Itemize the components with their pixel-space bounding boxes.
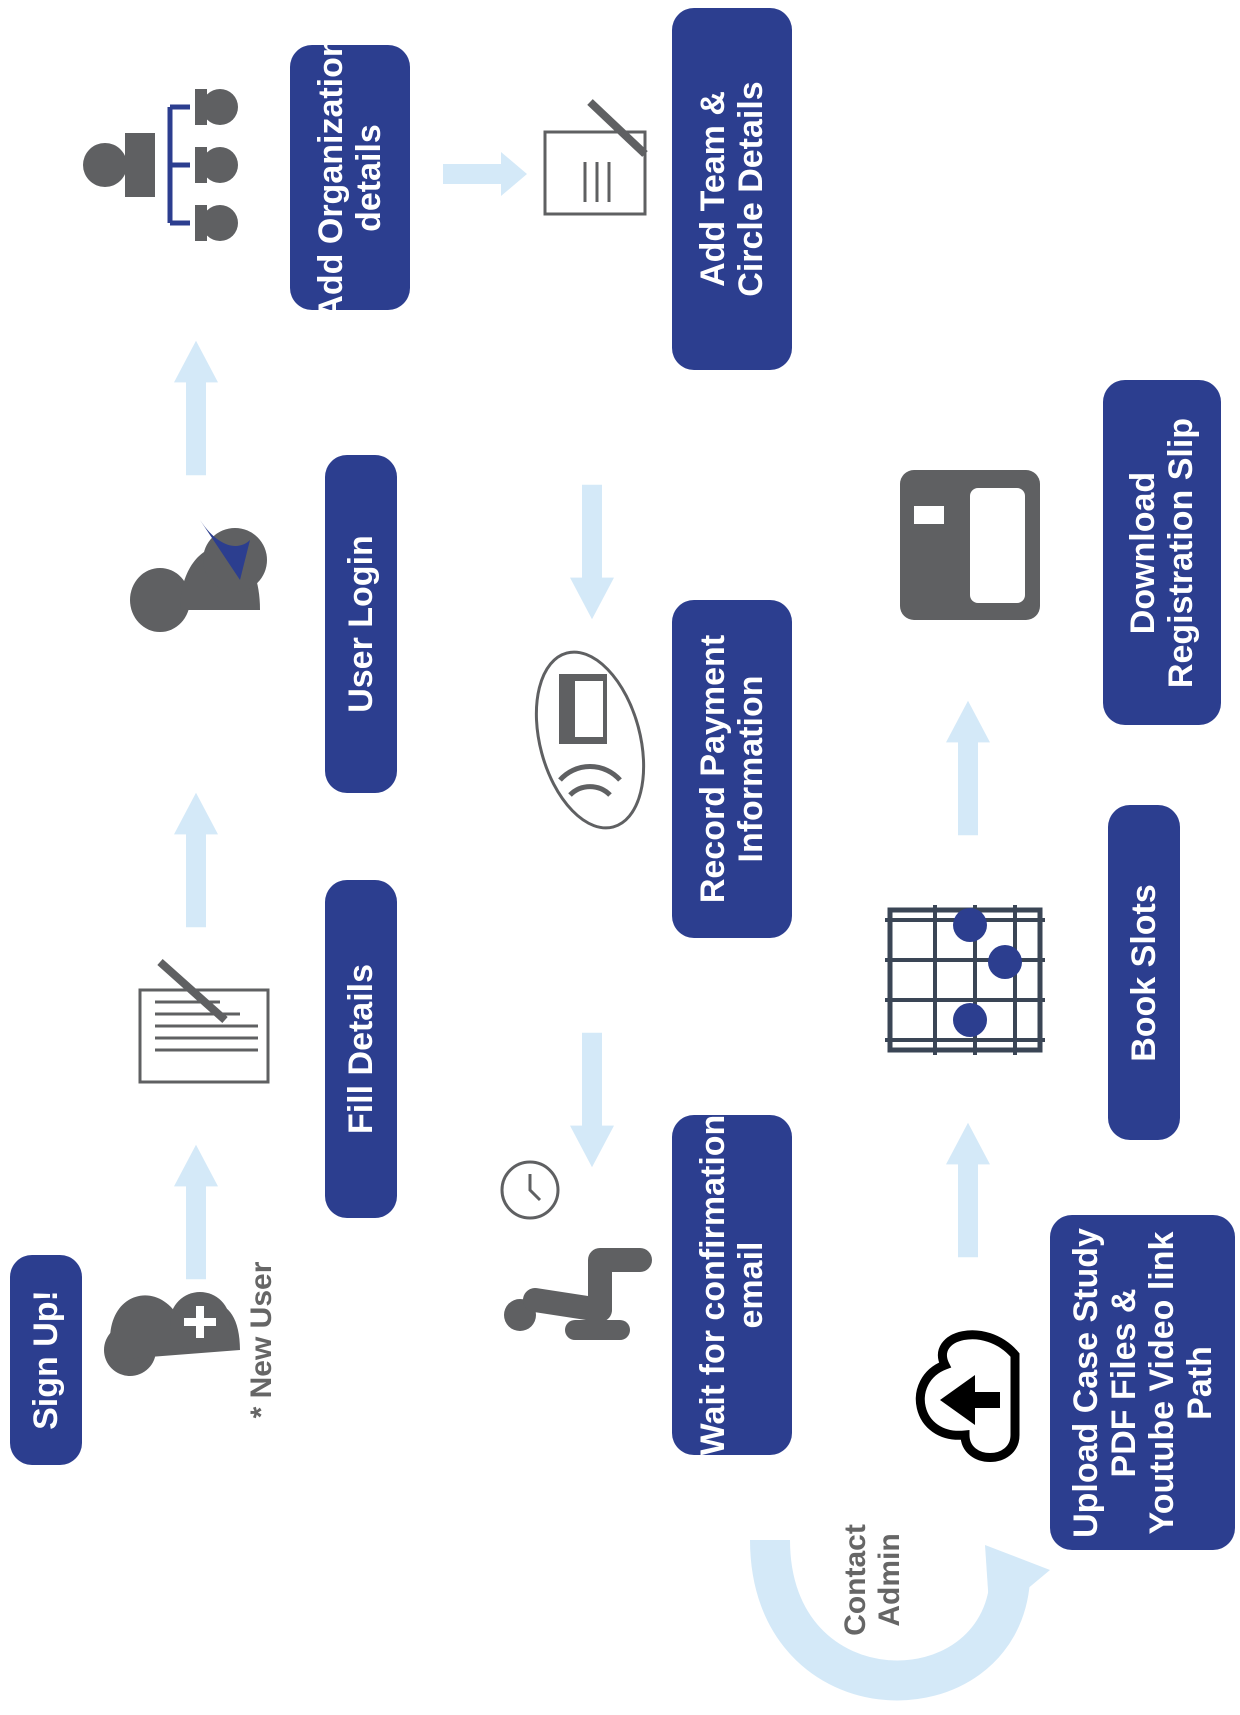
- add-user-icon: [104, 1292, 240, 1376]
- new-user-note: * New User: [245, 1261, 278, 1419]
- form-pencil-icon: [138, 959, 270, 1084]
- arrow-right-1: [443, 152, 527, 196]
- add-team-label: Add Team & Circle Details: [694, 81, 770, 297]
- arrow-up-2: [174, 792, 218, 928]
- upload-case-study-label: Upload Case Study PDF Files & Youtube Vi…: [1066, 1227, 1219, 1538]
- document-pencil-icon: [543, 99, 648, 216]
- step-user-login: User Login: [325, 455, 397, 793]
- arrow-down-2: [570, 1032, 614, 1168]
- add-organization-label: Add Organization details: [312, 35, 388, 320]
- download-slip-label: Download Registration Slip: [1124, 417, 1200, 688]
- fill-details-label: Fill Details: [342, 963, 380, 1135]
- book-slots-label: Book Slots: [1125, 883, 1163, 1062]
- wait-confirmation-label: Wait for confirmation email: [694, 1114, 770, 1456]
- download-slip-icon: [900, 470, 1040, 620]
- sign-up-label: Sign Up!: [27, 1290, 65, 1430]
- record-payment-label: Record Payment Information: [694, 634, 770, 904]
- payment-card-icon: [534, 650, 646, 830]
- step-download-slip: Download Registration Slip: [1103, 380, 1221, 725]
- step-upload-case-study: Upload Case Study PDF Files & Youtube Vi…: [1050, 1215, 1235, 1550]
- user-login-icon: [130, 520, 267, 632]
- arrow-down-1: [570, 484, 614, 620]
- user-login-label: User Login: [342, 535, 380, 713]
- arrow-up-1: [174, 1144, 218, 1280]
- step-book-slots: Book Slots: [1108, 805, 1180, 1140]
- arrow-up-4: [946, 1122, 990, 1258]
- organization-icon: [83, 89, 238, 241]
- waiting-person-icon: [500, 1160, 652, 1340]
- step-record-payment: Record Payment Information: [672, 600, 792, 938]
- calendar-icon: [885, 905, 1045, 1055]
- step-wait-confirmation: Wait for confirmation email: [672, 1115, 792, 1455]
- arrow-up-3: [174, 340, 218, 476]
- cloud-upload-icon: [915, 1330, 1020, 1462]
- contact-admin-note: Contact Admin: [839, 1524, 906, 1636]
- curved-return-arrow: [750, 1539, 1050, 1701]
- step-add-organization: Add Organization details: [290, 36, 410, 319]
- step-sign-up: Sign Up!: [10, 1255, 82, 1465]
- step-fill-details: Fill Details: [325, 880, 397, 1218]
- step-add-team: Add Team & Circle Details: [672, 8, 792, 370]
- arrow-up-5: [946, 700, 990, 836]
